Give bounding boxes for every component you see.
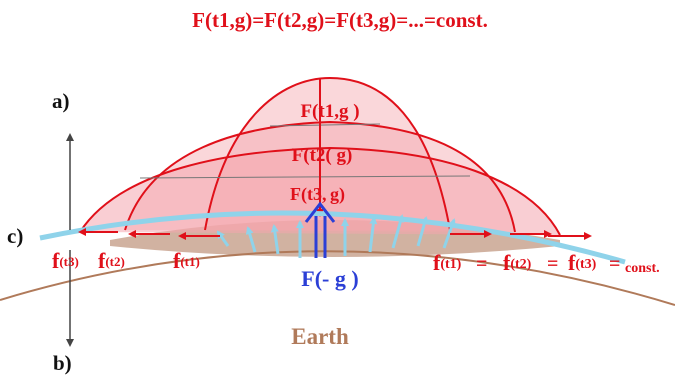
field-arrow (245, 226, 257, 253)
right-f-t2: f(t2) (503, 250, 532, 275)
dome-low-label: F(t3, (290, 184, 326, 205)
left-f-t3: f(t3) (52, 248, 79, 273)
force-equation-title: F(t1,g)=F(t2,g)=F(t3,g)=...=const. (192, 8, 488, 32)
anti-gravity-force-label: F(- g ) (301, 266, 358, 291)
anti-gravity-arrows (304, 201, 336, 258)
guide-line-mid (139, 175, 471, 179)
right-f-t1: f(t1) (433, 250, 462, 275)
field-arrow (442, 218, 456, 249)
horizontal-force-arrows (78, 228, 592, 240)
dome-top-fill (205, 78, 450, 230)
dome-mid-label: F(t2( g) (292, 145, 353, 166)
right-small-force-equation: f(t1) = f(t2) = f(t3) = const. (433, 250, 660, 276)
dome-top-label: F(t1,g ) (300, 101, 359, 122)
guide-line-top (269, 123, 381, 127)
right-f-t3: f(t3) (568, 250, 597, 275)
dome-large-outline (79, 146, 561, 236)
field-arrow (270, 224, 280, 255)
left-f-t2: f(t2) (98, 248, 125, 273)
dome-low-label-g: g) (330, 184, 345, 205)
right-eq-1: = (476, 253, 487, 275)
field-arrow (216, 230, 230, 247)
field-curve (39, 210, 626, 265)
field-arrow (391, 214, 405, 249)
label-a: a) (52, 89, 70, 113)
earth-label: Earth (291, 324, 349, 349)
field-arrow (416, 216, 429, 247)
dome-top-outline (204, 76, 451, 231)
left-small-force-labels: f(t3) f(t2) f(t1) (52, 248, 200, 273)
right-const: const. (625, 261, 660, 276)
right-eq-2: = (547, 253, 558, 275)
field-arrow (368, 216, 378, 253)
earth-surface-curve (0, 250, 675, 306)
field-arrows (216, 214, 456, 258)
left-f-t1: f(t1) (173, 248, 200, 273)
label-c: c) (7, 224, 23, 248)
label-b: b) (53, 351, 72, 375)
right-eq-3: = (609, 253, 620, 275)
dome-mid-outline (124, 120, 516, 233)
